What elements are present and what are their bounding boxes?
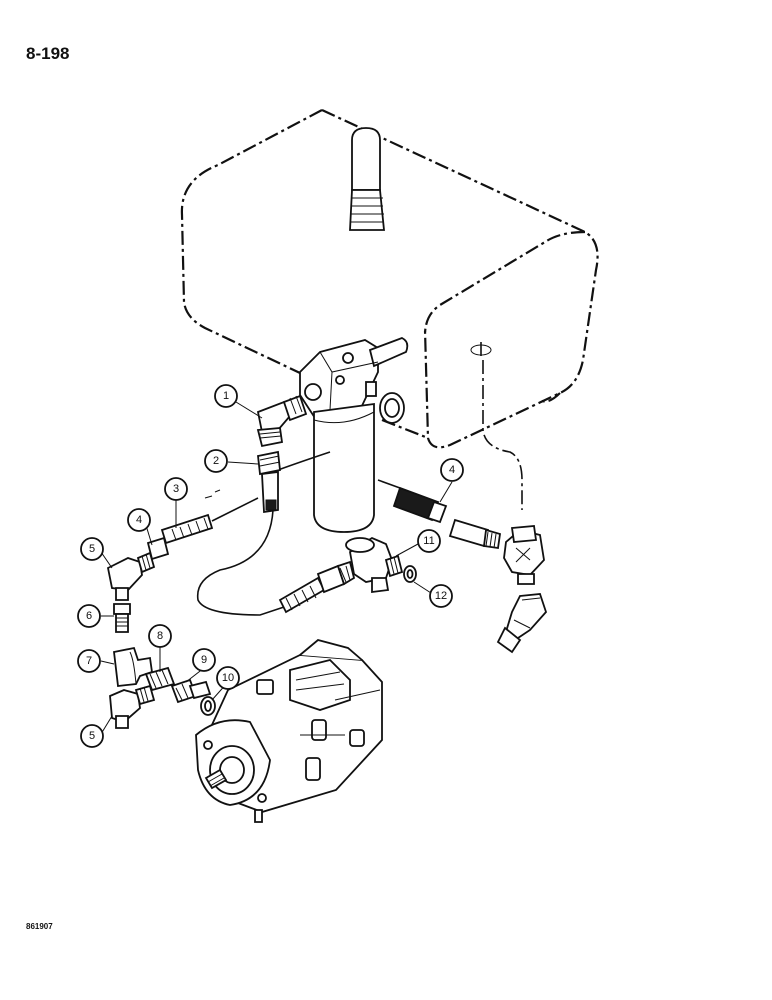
svg-text:4: 4 (449, 464, 455, 476)
callout-9: 9 (192, 648, 216, 672)
svg-text:5: 5 (89, 543, 95, 555)
svg-text:2: 2 (213, 455, 219, 467)
filler-breather (349, 127, 385, 231)
callout-10: 10 (216, 666, 240, 690)
callout-8: 8 (148, 624, 172, 648)
part-4-right-hose (392, 486, 448, 524)
callout-leaders (100, 401, 453, 735)
svg-text:11: 11 (423, 535, 434, 547)
part-9-adapter (170, 678, 212, 704)
callout-5b: 5 (80, 724, 104, 748)
part-2-hose-end (257, 450, 281, 514)
callout-4b: 4 (440, 458, 464, 482)
svg-text:8: 8 (157, 630, 163, 642)
svg-text:10: 10 (222, 672, 234, 684)
callout-12: 12 (429, 584, 453, 608)
callout-5a: 5 (80, 537, 104, 561)
svg-text:12: 12 (435, 590, 447, 602)
callout-2: 2 (204, 449, 228, 473)
drain-valve-fittings (448, 518, 548, 654)
callout-4a: 4 (127, 508, 151, 532)
svg-text:1: 1 (223, 390, 229, 402)
tank-drain-line (470, 342, 523, 510)
callout-7: 7 (77, 649, 101, 673)
filter-assembly (299, 337, 409, 533)
svg-text:5: 5 (89, 730, 95, 742)
part-12-o-ring (403, 565, 417, 583)
svg-text:3: 3 (173, 483, 179, 495)
part-1-elbow (256, 394, 308, 448)
part-5-top-elbow (106, 551, 156, 601)
part-5-bottom-elbow (109, 684, 156, 729)
svg-text:9: 9 (201, 654, 207, 666)
svg-text:6: 6 (86, 610, 92, 622)
callout-11: 11 (417, 529, 441, 553)
page-number: 8-198 (26, 44, 70, 63)
drawing-code: 861907 (26, 922, 53, 931)
hydraulic-pump (195, 639, 383, 823)
part-8-fitting (144, 666, 176, 692)
callout-3: 3 (164, 477, 188, 501)
callout-6: 6 (77, 604, 101, 628)
part-6-nipple (113, 603, 131, 633)
svg-text:7: 7 (86, 655, 92, 667)
part-11-elbow-hose (278, 536, 404, 614)
part-10-o-ring (200, 696, 216, 716)
svg-text:4: 4 (136, 514, 142, 526)
sight-gauge (379, 392, 405, 424)
callout-1: 1 (214, 384, 238, 408)
part-7-tee (113, 646, 153, 687)
